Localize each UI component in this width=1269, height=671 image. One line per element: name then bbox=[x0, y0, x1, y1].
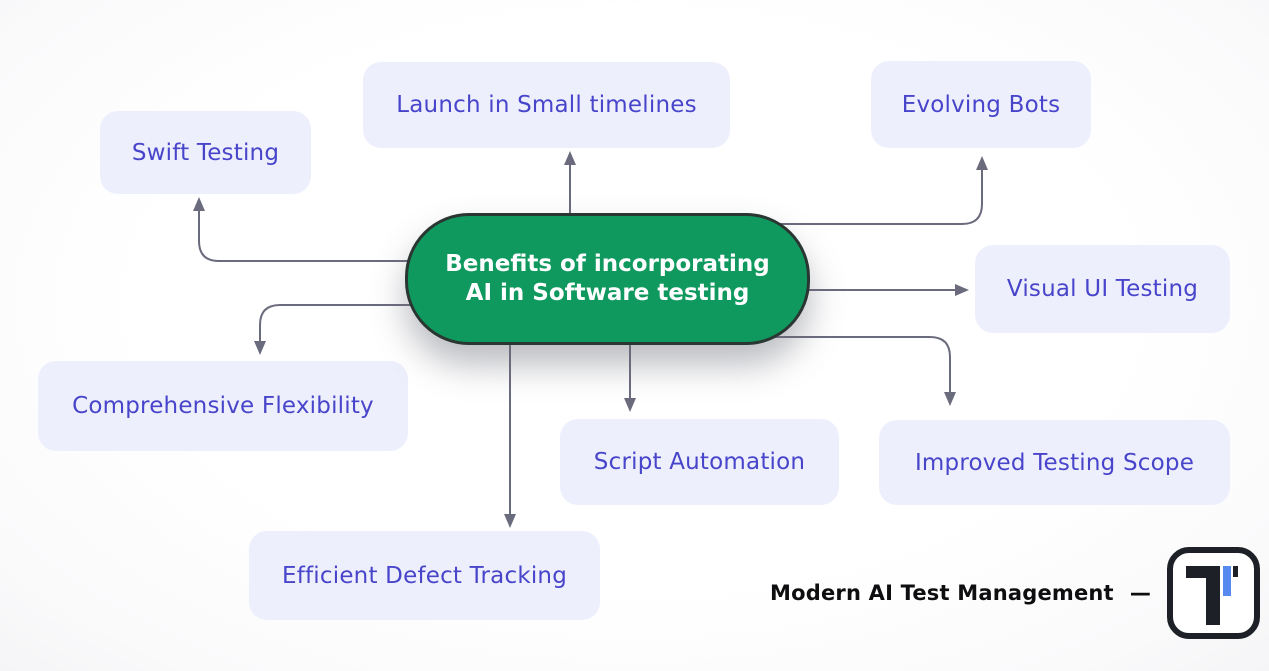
node-improved-testing-scope: Improved Testing Scope bbox=[879, 420, 1230, 505]
logo-t-stem bbox=[1205, 566, 1220, 625]
footer-branding: Modern AI Test Management — bbox=[770, 545, 1260, 641]
logo-black-tick bbox=[1232, 566, 1238, 577]
node-swift-testing-label: Swift Testing bbox=[131, 139, 280, 166]
testsigma-logo-icon bbox=[1166, 547, 1260, 639]
node-launch-small-timelines: Launch in Small timelines bbox=[363, 62, 730, 148]
logo-blue-bar bbox=[1222, 566, 1231, 596]
em-dash: — bbox=[1129, 581, 1151, 605]
node-visual-ui-testing-label: Visual UI Testing bbox=[1006, 276, 1199, 302]
node-efficient-defect-tracking-label: Efficient Defect Tracking bbox=[281, 562, 568, 589]
central-node: Benefits of incorporating AI in Software… bbox=[405, 213, 810, 345]
node-improved-testing-scope-label: Improved Testing Scope bbox=[914, 449, 1195, 476]
node-script-automation: Script Automation bbox=[560, 419, 839, 505]
connector-efficient-defect-tracking bbox=[504, 330, 516, 528]
brand-text: Modern AI Test Management bbox=[770, 581, 1114, 605]
node-evolving-bots: Evolving Bots bbox=[871, 61, 1091, 148]
connector-evolving-bots bbox=[770, 156, 988, 225]
connector-swift-testing bbox=[193, 197, 430, 262]
central-node-label: Benefits of incorporating AI in Software… bbox=[445, 251, 770, 306]
node-script-automation-label: Script Automation bbox=[593, 449, 806, 475]
connector-visual-ui-testing bbox=[790, 284, 969, 296]
node-evolving-bots-label: Evolving Bots bbox=[901, 91, 1061, 118]
node-comprehensive-flexibility-label: Comprehensive Flexibility bbox=[72, 393, 374, 419]
node-launch-small-timelines-label: Launch in Small timelines bbox=[396, 92, 697, 118]
connector-comprehensive-flexibility bbox=[254, 304, 430, 355]
node-comprehensive-flexibility: Comprehensive Flexibility bbox=[38, 361, 408, 451]
connector-improved-testing-scope bbox=[760, 336, 956, 406]
node-visual-ui-testing: Visual UI Testing bbox=[975, 245, 1230, 333]
node-efficient-defect-tracking: Efficient Defect Tracking bbox=[249, 531, 600, 620]
node-swift-testing: Swift Testing bbox=[100, 111, 311, 194]
